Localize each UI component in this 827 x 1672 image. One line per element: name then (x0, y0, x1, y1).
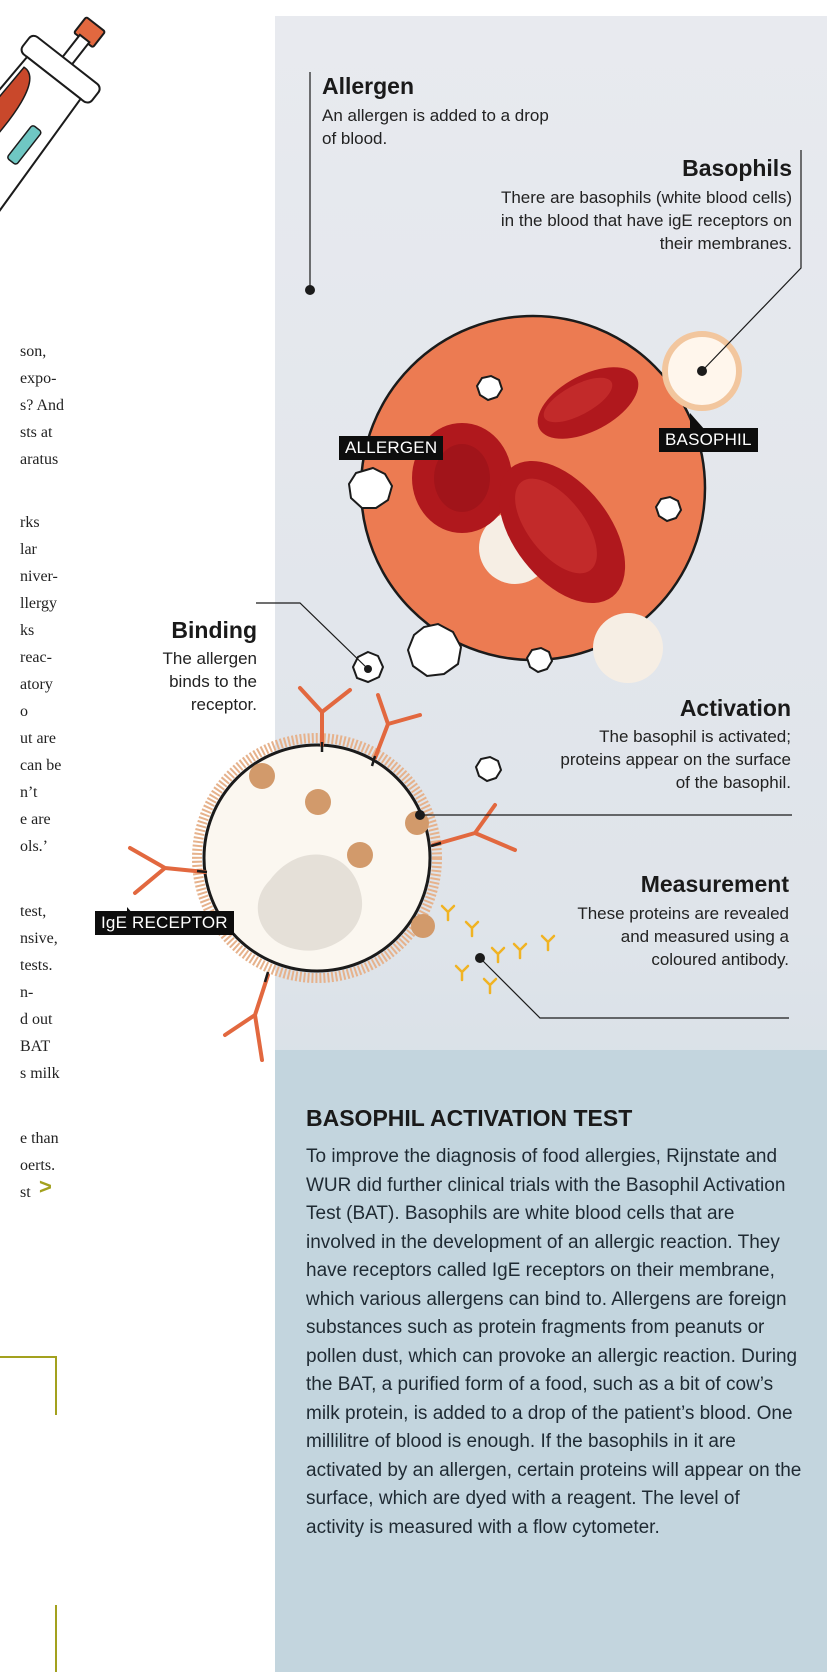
callout-text: These proteins are revealed and measured… (570, 902, 789, 971)
corner-decoration (0, 1357, 56, 1672)
coloured-antibodies (442, 906, 554, 993)
callout-text: The allergen binds to the receptor. (136, 647, 257, 716)
tag-ige-receptor: IgE RECEPTOR (95, 911, 234, 935)
tag-basophil: BASOPHIL (659, 428, 758, 452)
callout-text: The basophil is activated; proteins appe… (560, 725, 791, 794)
blood-drop (361, 316, 705, 683)
callout-title: Allergen (322, 72, 414, 100)
callout-text: There are basophils (white blood cells) … (495, 186, 792, 255)
callout-title: Measurement (590, 870, 789, 898)
box-title: BASOPHIL ACTIVATION TEST (306, 1105, 632, 1132)
callout-text: An allergen is added to a drop of blood. (322, 104, 552, 150)
activated-basophil (197, 738, 437, 978)
tag-allergen: ALLERGEN (339, 436, 443, 460)
callout-title: Basophils (595, 154, 792, 182)
callout-title: Binding (136, 616, 257, 644)
pipette-icon (0, 0, 130, 428)
callout-title: Activation (590, 694, 791, 722)
box-body-text: To improve the diagnosis of food allergi… (306, 1143, 802, 1542)
